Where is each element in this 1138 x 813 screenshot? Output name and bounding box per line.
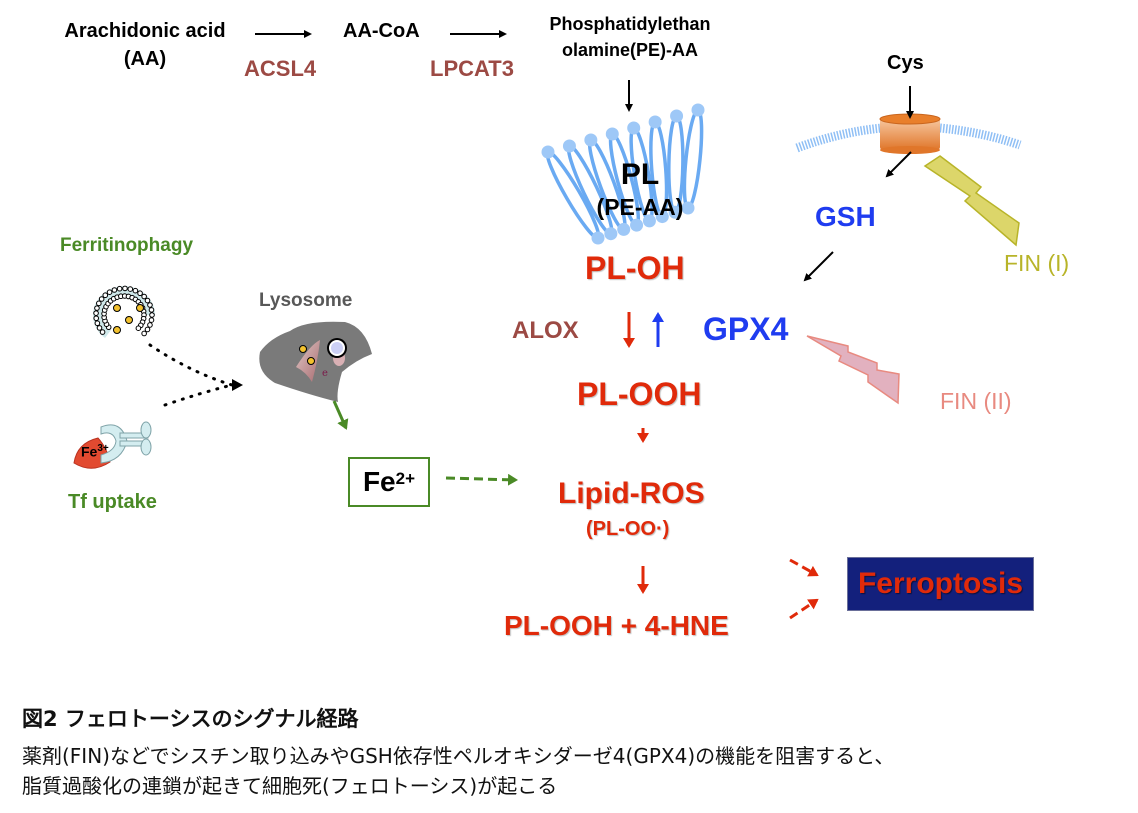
dotted-arrow-ferritinophagy xyxy=(148,343,234,387)
fe3-charge: 3+ xyxy=(97,443,109,454)
dashed-arrow-hne-to-ferroptosis xyxy=(789,598,819,620)
arrow-to-gsh xyxy=(885,151,912,178)
ferritin-subunit xyxy=(137,290,143,297)
dashed-arrow-ros-to-ferroptosis xyxy=(789,558,819,577)
lipid-head xyxy=(630,218,644,232)
ferritin-subunit xyxy=(99,329,106,335)
ferritin-subunit xyxy=(106,289,113,295)
cys-label: Cys xyxy=(887,52,924,74)
pl-ooh-label: PL-OOH xyxy=(577,376,702,412)
lipid-head xyxy=(681,201,695,215)
ferritinophagy-label: Ferritinophagy xyxy=(60,235,194,256)
ferritin-subunit xyxy=(116,285,123,292)
lipid-head xyxy=(670,109,684,123)
tf-uptake-label: Tf uptake xyxy=(68,491,157,513)
fin2-label: FIN (II) xyxy=(940,388,1012,414)
iron-particle xyxy=(113,304,121,312)
gsh-label: GSH xyxy=(815,201,876,232)
pe-aa-label-line2: olamine(PE)-AA xyxy=(561,40,698,60)
ferroptosis-label: Ferroptosis xyxy=(857,567,1024,600)
lipid-head xyxy=(562,139,576,153)
ferritin-subunit xyxy=(141,293,147,300)
ferritin-subunit xyxy=(111,287,118,293)
pl-oh-label: PL-OH xyxy=(585,250,685,286)
fin1-inhibition-bolt-icon xyxy=(923,155,1020,247)
lipid-head xyxy=(627,121,641,135)
fe2-symbol: Fe xyxy=(362,466,396,497)
dashed-arrow-fe2-to-ros xyxy=(445,473,518,486)
ferritin-subunit xyxy=(144,326,151,333)
ferritin-subunit xyxy=(141,330,147,337)
ferritin-subunit xyxy=(102,292,109,299)
cell-membrane-icon xyxy=(795,123,1022,153)
lipid-head xyxy=(604,227,618,241)
lipid-head xyxy=(617,222,631,236)
acsl4-enzyme-label: ACSL4 xyxy=(244,56,317,81)
pl-ooh-4hne-label: PL-OOH + 4-HNE xyxy=(504,610,729,641)
iron-particle xyxy=(136,304,144,312)
figure-caption-line2: 脂質過酸化の連鎖が起きて細胞死(フェロトーシス)が起こる xyxy=(22,774,558,798)
ferritin-subunit xyxy=(93,310,99,316)
lipid-head xyxy=(691,103,705,117)
aa-coa-label: AA-CoA xyxy=(343,20,420,42)
ferritin-subunit xyxy=(98,296,105,302)
arrow-gsh-to-gpx4 xyxy=(803,251,834,282)
ferritin-subunit xyxy=(127,286,134,292)
ferritin-subunit xyxy=(94,320,101,327)
ferritin-subunit xyxy=(135,325,142,331)
dotted-arrow-head xyxy=(232,379,243,391)
pl-oo-radical-label: (PL-OO·) xyxy=(586,518,670,540)
ferritin-subunit xyxy=(122,285,128,292)
gpx4-label: GPX4 xyxy=(703,311,789,347)
lipid-head xyxy=(668,205,682,219)
lipid-head xyxy=(584,133,598,147)
phospholipid-membrane-icon xyxy=(541,103,705,245)
transferrin-receptor-icon xyxy=(73,421,152,469)
alox-enzyme-label: ALOX xyxy=(512,317,579,344)
lysosome-label: Lysosome xyxy=(259,290,353,311)
fe3-symbol: Fe xyxy=(81,443,98,460)
svg-text:e: e xyxy=(322,368,328,379)
lipid-head xyxy=(591,231,605,245)
ferroptosis-box: Ferroptosis xyxy=(847,557,1034,611)
ferritin-subunit xyxy=(94,305,100,311)
ferritin-subunit xyxy=(96,300,102,307)
fe3-label: Fe3+ xyxy=(81,443,109,460)
pl-label: PL xyxy=(620,158,660,191)
fe2-charge: 2+ xyxy=(395,469,416,488)
arachidonic-acid-label: Arachidonic acid xyxy=(64,20,226,42)
lipid-ros-label: Lipid-ROS xyxy=(558,477,705,510)
fin1-label: FIN (I) xyxy=(1004,250,1070,276)
figure-caption-line1: 薬剤(FIN)などでシスチン取り込みやGSH依存性ペルオキシダーゼ4(GPX4)… xyxy=(22,744,895,768)
ferritin-subunit xyxy=(96,325,103,331)
ferritin-subunit xyxy=(148,317,155,323)
ferritin-subunit xyxy=(147,322,153,328)
ferritin-subunit xyxy=(93,315,100,322)
ferritin-subunit xyxy=(149,312,155,318)
iron-particle xyxy=(113,326,121,334)
lysosome-icon: e xyxy=(259,321,372,402)
lipid-head xyxy=(648,115,662,129)
fin2-inhibition-bolt-icon xyxy=(806,335,900,405)
pe-aa-label-line1: Phosphatidylethan xyxy=(549,14,711,34)
ferritin-cage-icon xyxy=(93,285,155,339)
dotted-arrow-tf-uptake xyxy=(163,383,234,407)
ferritin-subunit xyxy=(144,297,151,304)
lipid-head xyxy=(605,127,619,141)
ferritin-subunit xyxy=(132,287,139,294)
aa-abbrev-label: (AA) xyxy=(123,48,167,70)
lipid-head xyxy=(642,214,656,228)
ferritin-subunit xyxy=(147,302,153,308)
cystine-transporter-icon xyxy=(879,113,941,154)
pe-aa-membrane-label: (PE-AA) xyxy=(596,194,684,220)
figure-caption-title: 図2 フェロトーシスのシグナル経路 xyxy=(22,707,359,731)
ferritin-subunit xyxy=(148,307,155,313)
lipid-head xyxy=(655,210,669,224)
lpcat3-enzyme-label: LPCAT3 xyxy=(430,56,514,81)
green-arrow-lysosome-to-fe2 xyxy=(332,400,349,430)
lipid-head xyxy=(541,145,555,159)
iron-particle xyxy=(125,316,133,324)
